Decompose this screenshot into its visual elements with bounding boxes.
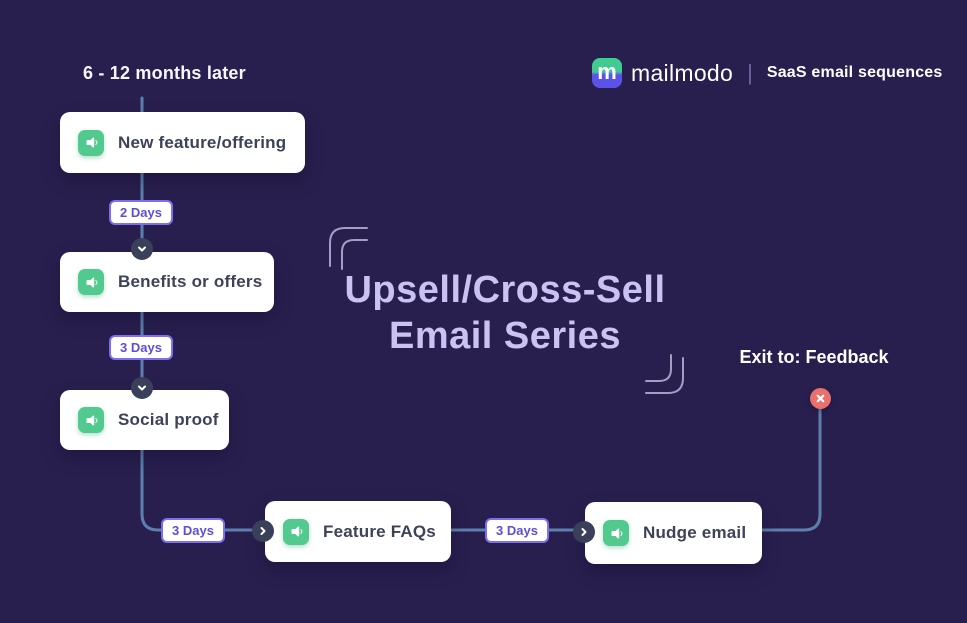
node-label: Nudge email [643,523,747,542]
megaphone-icon [78,407,104,433]
node-nudge-email[interactable]: Nudge email [585,502,762,564]
node-feature-faqs[interactable]: Feature FAQs [265,501,451,562]
page-title: Upsell/Cross-Sell Email Series [344,267,665,359]
exit-label: Exit to: Feedback [739,347,889,367]
brand-name: mailmodo [631,59,734,86]
delay-badge[interactable]: 3 Days [485,518,549,543]
megaphone-icon [78,129,104,156]
page-title-line2: Email Series [388,315,622,357]
logo-monogram: m [597,58,617,84]
mailmodo-logo-icon: m [592,58,622,88]
node-label: Social proof [118,410,219,429]
megaphone-icon [283,518,309,545]
flow-connector-path [140,96,822,532]
megaphone-icon [78,269,104,295]
node-label: Benefits or offers [118,272,263,291]
exit-x-icon[interactable] [810,388,831,409]
node-label: Feature FAQs [323,521,436,541]
chevron-right-icon[interactable] [252,520,274,542]
corner-bracket-top-left [329,227,368,270]
page-title-line1: Upsell/Cross-Sell [344,269,666,311]
corner-bracket-bottom-right [645,354,684,394]
delay-badge[interactable]: 2 Days [109,200,173,225]
timeline-label: 6 - 12 months later [83,63,246,83]
brand-separator: | [747,60,753,85]
node-new-feature-offering[interactable]: New feature/offering [60,112,305,173]
delay-badge[interactable]: 3 Days [161,518,225,543]
node-benefits-or-offers[interactable]: Benefits or offers [60,252,274,312]
node-label: New feature/offering [118,132,287,152]
chevron-down-icon[interactable] [131,377,153,399]
chevron-right-icon[interactable] [573,521,595,543]
delay-badge[interactable]: 3 Days [109,335,173,360]
brand: m mailmodo | SaaS email sequences [592,58,942,88]
brand-tagline: SaaS email sequences [766,64,943,81]
chevron-down-icon[interactable] [131,238,153,260]
node-social-proof[interactable]: Social proof [60,390,229,450]
megaphone-icon [603,520,629,546]
